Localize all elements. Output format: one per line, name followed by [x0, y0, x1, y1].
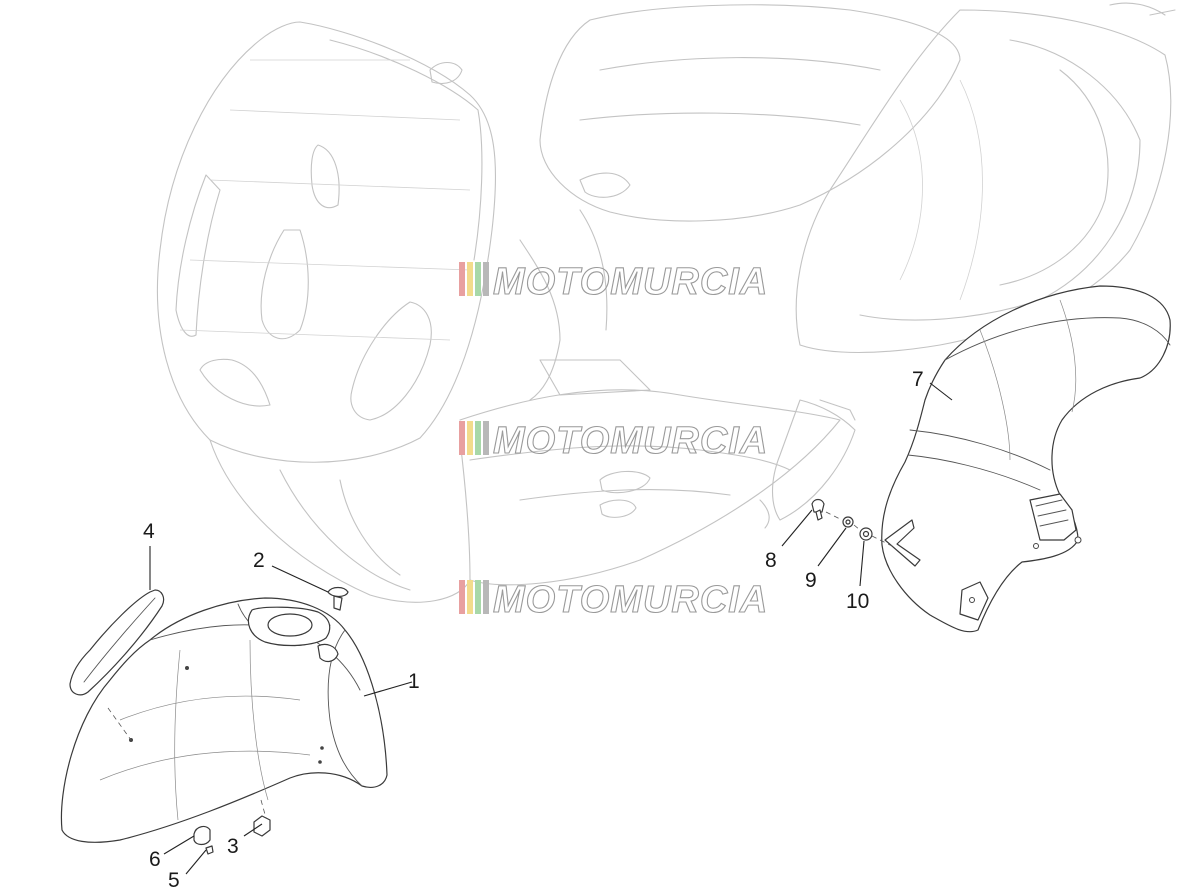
callout-7: 7: [912, 368, 924, 391]
watermark-label: MOTOMURCIA: [493, 579, 768, 621]
watermark-label: MOTOMURCIA: [493, 261, 768, 303]
callout-3: 3: [227, 835, 239, 858]
callout-10: 10: [846, 590, 869, 613]
callout-2: 2: [253, 549, 265, 572]
part-4-trim-strip: [69, 589, 165, 696]
scooter-body-ghost: [156, 2, 1176, 603]
part-7-rear-mudguard: [881, 285, 1171, 633]
part-6-cap: [193, 825, 211, 846]
callout-8: 8: [765, 549, 777, 572]
callout-9: 9: [805, 569, 817, 592]
part-3-nut: [253, 815, 271, 837]
part-5-small-screw: [205, 845, 214, 855]
callout-6: 6: [149, 848, 161, 871]
part-10-washer: [859, 527, 873, 541]
part-1-front-mudguard: [60, 597, 388, 843]
part-9-washer: [842, 516, 854, 528]
watermark-top: MOTOMURCIA: [459, 260, 768, 304]
watermark-bottom: MOTOMURCIA: [459, 578, 768, 622]
part-8-screw: [811, 498, 825, 521]
part-2-screw: [327, 586, 349, 611]
callout-1: 1: [408, 670, 420, 693]
callout-4: 4: [143, 520, 155, 543]
watermark-label: MOTOMURCIA: [493, 420, 768, 462]
callout-labels: 1 2 3 4 5 6 7 8 9 10: [143, 368, 924, 892]
leader-lines: [149, 382, 953, 875]
callout-5: 5: [168, 869, 180, 892]
watermark-middle: MOTOMURCIA: [459, 419, 768, 463]
